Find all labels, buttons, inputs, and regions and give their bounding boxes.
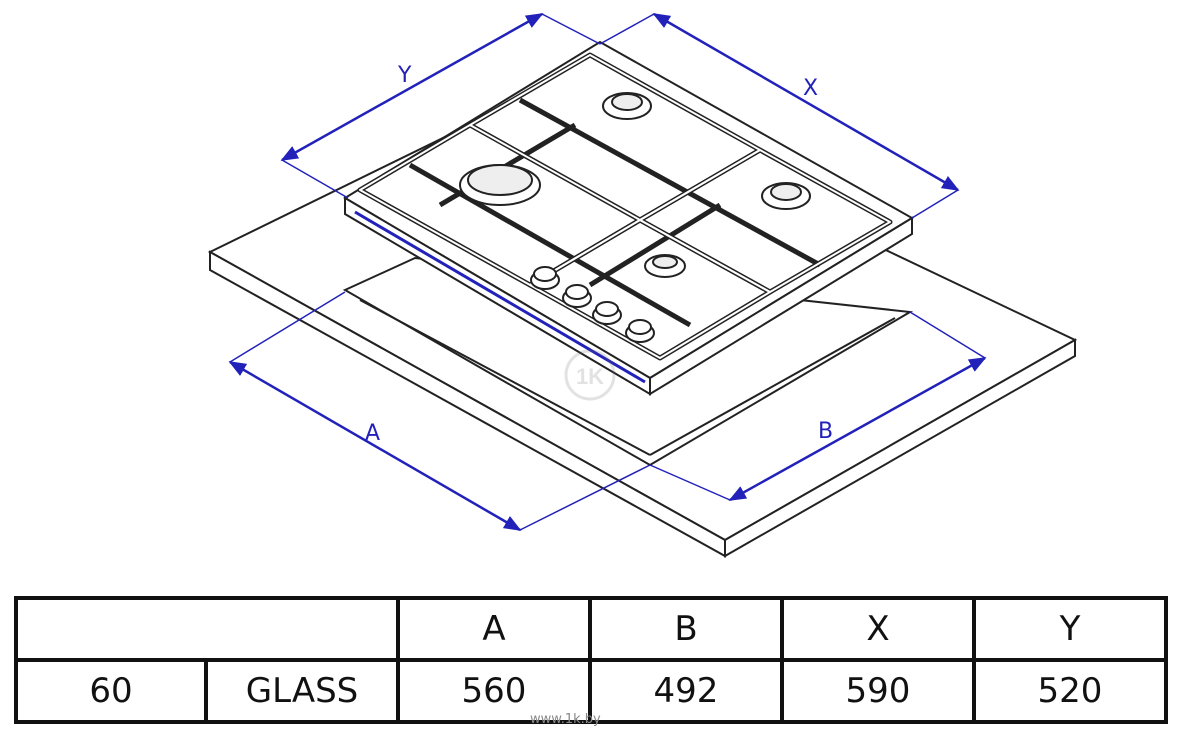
dimension-x-label: X xyxy=(803,76,818,101)
dimensions-table: A B X Y 60 GLASS 560 492 590 520 xyxy=(14,596,1168,724)
table-header-cell: A xyxy=(396,596,592,662)
watermark-site: www.1k.by xyxy=(530,712,601,727)
table-cell: GLASS xyxy=(204,658,400,724)
dimension-a xyxy=(228,291,651,532)
dimension-b xyxy=(649,311,987,502)
table-cell: 590 xyxy=(780,658,976,724)
control-knobs xyxy=(530,266,655,343)
burner-right xyxy=(761,182,811,210)
dimension-a-label: A xyxy=(365,421,380,446)
watermark-logo-text: 1K xyxy=(576,364,604,389)
table-cell: 520 xyxy=(972,658,1168,724)
table-header-cell: B xyxy=(588,596,784,662)
knob-3 xyxy=(592,301,622,325)
table-header-cell: Y xyxy=(972,596,1168,662)
burner-large xyxy=(459,164,541,206)
watermark-logo: 1K xyxy=(564,349,616,401)
burner-rear xyxy=(602,92,652,120)
burner-front xyxy=(644,254,686,278)
table-cell: 560 xyxy=(396,658,592,724)
dimension-y-label: Y xyxy=(397,63,412,88)
dimension-y xyxy=(280,12,601,199)
table-header-cell: X xyxy=(780,596,976,662)
dimension-b-label: B xyxy=(818,419,833,444)
hob-installation-diagram: 1K Y X A B xyxy=(207,12,1078,558)
table-row: 60 GLASS 560 492 590 520 xyxy=(14,658,1168,724)
table-cell: 60 xyxy=(14,658,208,724)
knob-1 xyxy=(530,266,560,290)
table-header-row: A B X Y xyxy=(14,596,1168,662)
hob-right-edge xyxy=(649,216,913,396)
table-header-cell xyxy=(14,596,400,662)
knob-4 xyxy=(625,319,655,343)
table-cell: 492 xyxy=(588,658,784,724)
dimension-x xyxy=(599,12,960,219)
knob-2 xyxy=(562,284,592,308)
